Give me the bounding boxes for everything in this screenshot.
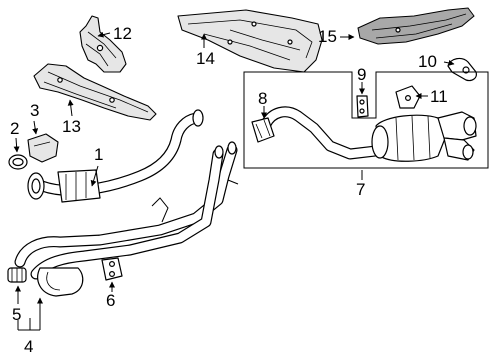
hanger-bracket-10 xyxy=(447,57,477,82)
callout-12: 12 xyxy=(113,24,132,43)
insulator-6 xyxy=(101,257,123,281)
leader-lines xyxy=(13,31,455,331)
clamp-5 xyxy=(7,267,27,283)
muffler-assembly-box-7 xyxy=(243,71,489,169)
callout-4: 4 xyxy=(24,337,33,356)
callout-15: 15 xyxy=(318,27,337,46)
callout-8: 8 xyxy=(258,89,267,108)
hanger-11 xyxy=(395,85,421,109)
callout-7: 7 xyxy=(356,180,365,199)
hanger-9 xyxy=(356,95,369,118)
callout-labels: 1 2 3 4 5 6 7 8 9 10 11 12 13 14 15 xyxy=(10,24,448,356)
heat-shield-12 xyxy=(79,15,127,73)
heat-shield-15 xyxy=(357,7,475,45)
catalytic-converter-pipe-1 xyxy=(27,109,204,203)
callout-5: 5 xyxy=(12,305,21,324)
callout-10: 10 xyxy=(418,52,437,71)
muffler-assembly xyxy=(260,106,477,162)
callout-13: 13 xyxy=(62,117,81,136)
intermediate-pipe-4 xyxy=(14,141,239,297)
heat-shield-13 xyxy=(33,63,157,121)
callout-11: 11 xyxy=(430,87,448,106)
clamp-8 xyxy=(251,117,275,143)
callout-9: 9 xyxy=(357,65,366,84)
gasket-2 xyxy=(8,154,28,170)
heat-shield-3 xyxy=(27,133,59,163)
heat-shield-14 xyxy=(177,9,323,73)
callout-2: 2 xyxy=(10,119,19,138)
callout-1: 1 xyxy=(94,145,103,164)
callout-3: 3 xyxy=(30,101,39,120)
callout-6: 6 xyxy=(106,291,115,310)
callout-14: 14 xyxy=(196,49,215,68)
